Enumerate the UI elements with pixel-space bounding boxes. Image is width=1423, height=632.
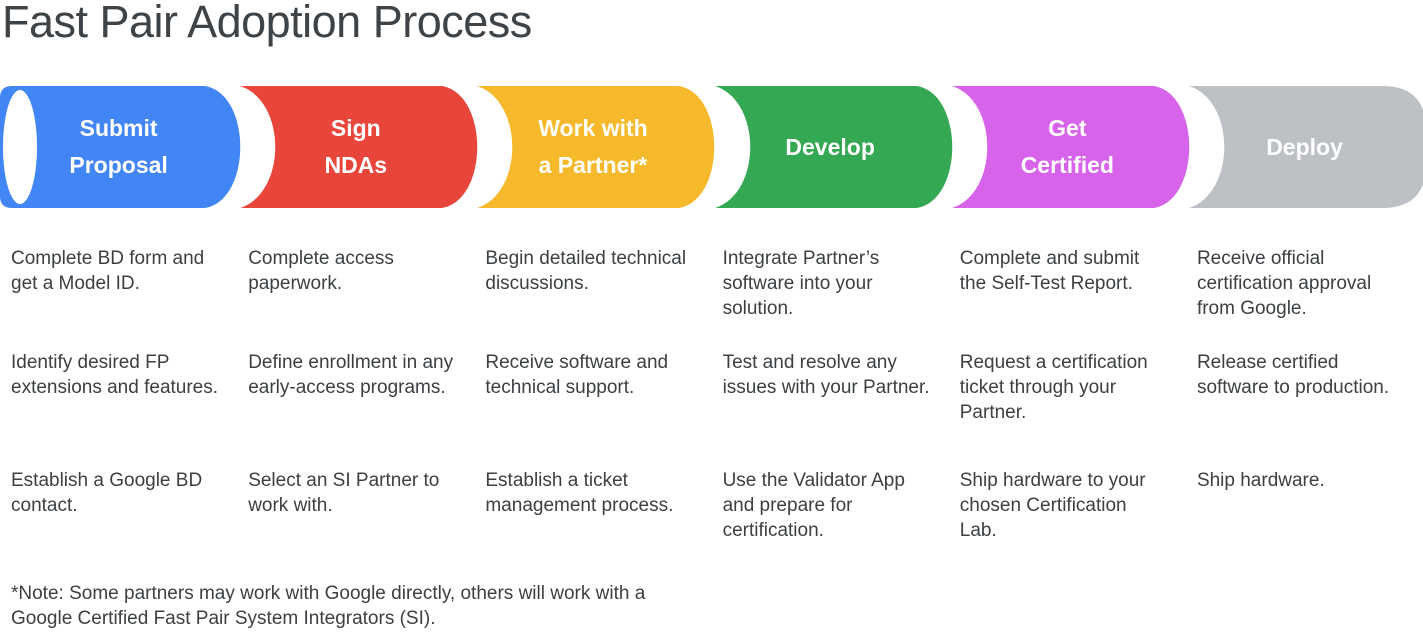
stage-item: Receive official certification approval …: [1196, 248, 1372, 319]
stage-label: Develop: [785, 133, 875, 160]
process-flow: Submit Proposal Sign NDAs Work with a Pa…: [0, 86, 1423, 208]
stage-item: Ship hardware to your chosen Certificati…: [959, 470, 1146, 541]
stage-item: Select an SI Partner to work with.: [248, 470, 440, 516]
stage-label-wrap: Sign NDAs: [237, 86, 474, 208]
stage-label-wrap: Submit Proposal: [0, 86, 237, 208]
stage-descriptions: Complete BD form and get a Model ID. Com…: [0, 246, 1423, 543]
stage-shape-body: [0, 86, 241, 208]
stage-label-wrap: Develop: [712, 86, 949, 208]
stage-develop: Develop: [712, 86, 952, 208]
stage-shape-body: [951, 86, 1189, 208]
stage-shape-body: [240, 86, 478, 208]
stage-shape: [0, 86, 241, 208]
stage-label-wrap: Deploy: [1186, 86, 1423, 208]
stage-item: Complete BD form and get a Model ID.: [11, 248, 205, 294]
stage-item: Test and resolve any issues with your Pa…: [722, 352, 930, 398]
stage-item: Ship hardware.: [1196, 470, 1325, 491]
stage-item: Use the Validator App and prepare for ce…: [722, 470, 905, 541]
stage-item: Complete and submit the Self-Test Report…: [959, 248, 1140, 294]
stage-item: Define enrollment in any early-access pr…: [248, 352, 454, 398]
stage-label-wrap: Get Certified: [949, 86, 1186, 208]
stage-get-certified: Get Certified: [949, 86, 1189, 208]
stage-label: Get Certified: [1020, 115, 1114, 178]
page-title: Fast Pair Adoption Process: [2, 0, 532, 47]
stage-shape: [1188, 86, 1423, 208]
stage-notch-cutout: [3, 90, 37, 204]
stage-item: Integrate Partner’s software into your s…: [722, 248, 880, 319]
stage-label: Sign NDAs: [324, 115, 388, 178]
stage-item: Identify desired FP extensions and featu…: [11, 352, 219, 398]
stage-shape: [951, 86, 1189, 208]
stage-item: Begin detailed technical discussions.: [485, 248, 687, 294]
stage-label: Submit Proposal: [69, 115, 168, 178]
stage-item: Complete access paperwork.: [248, 248, 394, 294]
stage-label-wrap: Work with a Partner*: [474, 86, 711, 208]
stage-item: Release certified software to production…: [1196, 352, 1390, 398]
stage-item: Request a certification ticket through y…: [959, 352, 1148, 423]
stage-deploy: Deploy: [1186, 86, 1423, 208]
footnote: *Note: Some partners may work with Googl…: [11, 583, 646, 629]
stage-shape-body: [714, 86, 952, 208]
stage-shape: [477, 86, 715, 208]
stage-shape: [240, 86, 478, 208]
stage-shape: [714, 86, 952, 208]
stage-item: Receive software and technical support.: [485, 352, 669, 398]
stage-label: Deploy: [1266, 133, 1343, 160]
stage-shape-body: [1188, 86, 1423, 208]
stage-label: Work with a Partner*: [538, 115, 648, 178]
stage-work-with-partner: Work with a Partner*: [474, 86, 715, 208]
stage-submit-proposal: Submit Proposal: [0, 86, 241, 208]
stage-item: Establish a ticket management process.: [485, 470, 674, 516]
stage-item: Establish a Google BD contact.: [11, 470, 203, 516]
stage-shape-body: [477, 86, 715, 208]
stage-sign-ndas: Sign NDAs: [237, 86, 478, 208]
